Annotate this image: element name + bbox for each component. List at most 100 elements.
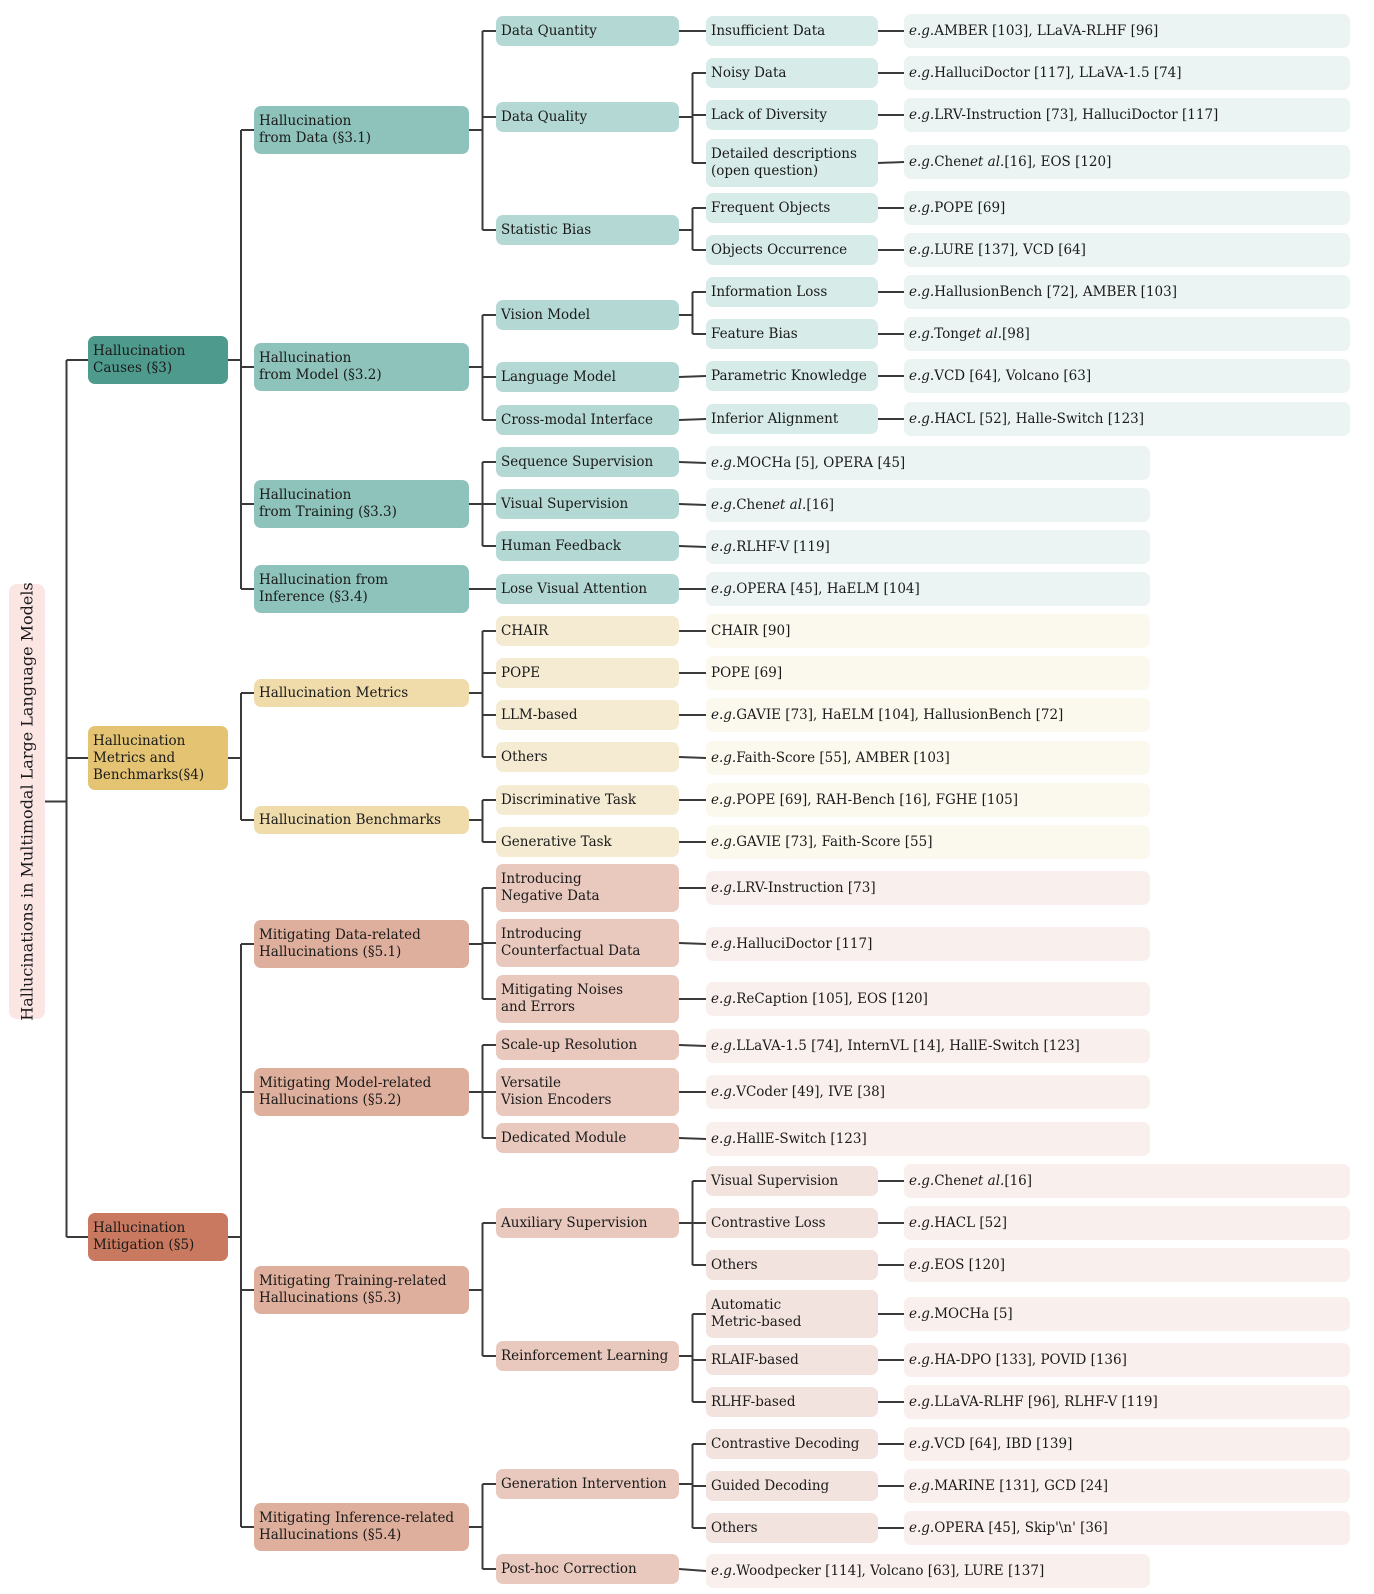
node-noisy: Noisy Data bbox=[706, 58, 878, 88]
node-vision-model: Vision Model bbox=[496, 300, 679, 330]
connector-scale-res bbox=[678, 1044, 707, 1047]
connector-others-m bbox=[678, 756, 707, 759]
node-vis-sup: Visual Supervision bbox=[496, 489, 679, 519]
node-data-quantity: Data Quantity bbox=[496, 16, 679, 46]
node-causes: Hallucination Causes (§3) bbox=[88, 336, 228, 384]
node-ex-aux-others: e.g. EOS [120] bbox=[904, 1248, 1350, 1282]
node-ex-aux-vis: e.g. Chen et al. [16] bbox=[904, 1164, 1350, 1198]
node-ex-chair: CHAIR [90] bbox=[706, 614, 1150, 648]
node-param-know: Parametric Knowledge bbox=[706, 361, 878, 391]
node-aux-vis: Visual Supervision bbox=[706, 1166, 878, 1196]
node-rl-auto: Automatic Metric-based bbox=[706, 1290, 878, 1338]
connector-posthoc bbox=[678, 1568, 707, 1572]
node-versatile: Versatile Vision Encoders bbox=[496, 1068, 679, 1116]
node-aux-contr: Contrastive Loss bbox=[706, 1208, 878, 1238]
node-metrics: Hallucination Metrics and Benchmarks(§4) bbox=[88, 726, 228, 790]
connector-seq-sup bbox=[678, 461, 707, 464]
node-insufficient: Insufficient Data bbox=[706, 16, 878, 46]
node-gi-contr: Contrastive Decoding bbox=[706, 1429, 878, 1459]
node-cf-data: Introducing Counterfactual Data bbox=[496, 919, 679, 967]
node-h-benchmarks: Hallucination Benchmarks bbox=[254, 806, 469, 834]
node-ex-cf: e.g. HalluciDoctor [117] bbox=[706, 927, 1150, 961]
connector-language-model bbox=[678, 375, 707, 378]
node-ex-align: e.g. HACL [52], Halle-Switch [123] bbox=[904, 402, 1350, 436]
node-ex-others-m: e.g. Faith-Score [55], AMBER [103] bbox=[706, 741, 1150, 775]
node-pope: POPE bbox=[496, 658, 679, 688]
root-title: Hallucinations in Multimodal Large Langu… bbox=[9, 582, 45, 1021]
node-llm-based: LLM-based bbox=[496, 700, 679, 730]
node-chair: CHAIR bbox=[496, 616, 679, 646]
node-lose-vis: Lose Visual Attention bbox=[496, 574, 679, 604]
node-ex-insufficient: e.g. AMBER [103], LLaVA-RLHF [96] bbox=[904, 14, 1350, 48]
node-dedicated: Dedicated Module bbox=[496, 1123, 679, 1153]
node-ex-detailed: e.g. Chen et al. [16], EOS [120] bbox=[904, 145, 1350, 179]
node-rl-hf: RLHF-based bbox=[706, 1387, 878, 1417]
node-rl: Reinforcement Learning bbox=[496, 1341, 679, 1371]
connector-cross-modal bbox=[678, 418, 707, 421]
node-aux-others: Others bbox=[706, 1250, 878, 1280]
connector-detailed bbox=[877, 161, 905, 164]
node-inf-align: Inferior Alignment bbox=[706, 404, 878, 434]
node-ex-rl-auto: e.g. MOCHa [5] bbox=[904, 1297, 1350, 1331]
node-ex-vis: e.g. Chen et al. [16] bbox=[706, 488, 1150, 522]
node-detailed: Detailed descriptions (open question) bbox=[706, 139, 878, 187]
node-data-quality: Data Quality bbox=[496, 102, 679, 132]
node-scale-res: Scale-up Resolution bbox=[496, 1030, 679, 1060]
node-ex-diversity: e.g. LRV-Instruction [73], HalluciDoctor… bbox=[904, 98, 1350, 132]
node-ex-gi-contr: e.g.VCD [64], IBD [139] bbox=[904, 1427, 1350, 1461]
node-from-training: Hallucination from Training (§3.3) bbox=[254, 480, 469, 528]
node-h-metrics: Hallucination Metrics bbox=[254, 679, 469, 707]
node-ex-gi-guided: e.g.MARINE [131], GCD [24] bbox=[904, 1469, 1350, 1503]
node-ex-rl-hf: e.g. LLaVA-RLHF [96], RLHF-V [119] bbox=[904, 1385, 1350, 1419]
node-feat-bias: Feature Bias bbox=[706, 319, 878, 349]
node-language-model: Language Model bbox=[496, 362, 679, 392]
node-ex-param: e.g. VCD [64], Volcano [63] bbox=[904, 359, 1350, 393]
node-ex-freq: e.g. POPE [69] bbox=[904, 191, 1350, 225]
node-ex-occ: e.g. LURE [137], VCD [64] bbox=[904, 233, 1350, 267]
node-gen-int: Generation Intervention bbox=[496, 1469, 679, 1499]
node-ex-noisy: e.g. HalluciDoctor [117], LLaVA-1.5 [74] bbox=[904, 56, 1350, 90]
node-diversity: Lack of Diversity bbox=[706, 100, 878, 130]
node-neg-data: Introducing Negative Data bbox=[496, 864, 679, 912]
node-others-m: Others bbox=[496, 742, 679, 772]
node-freq-obj: Frequent Objects bbox=[706, 193, 878, 223]
node-mit-model: Mitigating Model-related Hallucinations … bbox=[254, 1068, 469, 1116]
node-statistic-bias: Statistic Bias bbox=[496, 215, 679, 245]
node-from-inference: Hallucination from Inference (§3.4) bbox=[254, 565, 469, 613]
connector-human-fb bbox=[678, 545, 707, 548]
node-gi-others: Others bbox=[706, 1513, 878, 1543]
node-human-fb: Human Feedback bbox=[496, 531, 679, 561]
node-ex-neg: e.g. LRV-Instruction [73] bbox=[706, 871, 1150, 905]
node-mit-data: Mitigating Data-related Hallucinations (… bbox=[254, 920, 469, 968]
node-cross-modal: Cross-modal Interface bbox=[496, 405, 679, 435]
node-ex-llm: e.g. GAVIE [73], HaELM [104], HallusionB… bbox=[706, 698, 1150, 732]
connector-dedicated bbox=[678, 1137, 707, 1140]
node-ex-gi-others: e.g.OPERA [45], Skip'\n' [36] bbox=[904, 1511, 1350, 1545]
node-ex-hf: e.g. RLHF-V [119] bbox=[706, 530, 1150, 564]
node-ex-feat: e.g. Tong et al. [98] bbox=[904, 317, 1350, 351]
node-ex-gen: e.g. GAVIE [73], Faith-Score [55] bbox=[706, 825, 1150, 859]
node-ex-pope: POPE [69] bbox=[706, 656, 1150, 690]
node-ex-scale: e.g. LLaVA-1.5 [74], InternVL [14], Hall… bbox=[706, 1029, 1150, 1063]
node-ex-posthoc: e.g.Woodpecker [114], Volcano [63], LURE… bbox=[706, 1554, 1150, 1588]
connector-cf-data bbox=[678, 942, 707, 945]
node-noise: Mitigating Noises and Errors bbox=[496, 975, 679, 1023]
node-gi-guided: Guided Decoding bbox=[706, 1471, 878, 1501]
node-ex-noise: e.g. ReCaption [105], EOS [120] bbox=[706, 982, 1150, 1016]
node-ex-info: e.g. HallusionBench [72], AMBER [103] bbox=[904, 275, 1350, 309]
node-generative: Generative Task bbox=[496, 827, 679, 857]
node-ex-seq: e.g. MOCHa [5], OPERA [45] bbox=[706, 446, 1150, 480]
node-from-model: Hallucination from Model (§3.2) bbox=[254, 343, 469, 391]
root-title-text: Hallucinations in Multimodal Large Langu… bbox=[17, 582, 37, 1021]
node-rl-aif: RLAIF-based bbox=[706, 1345, 878, 1375]
node-mit-inference: Mitigating Inference-related Hallucinati… bbox=[254, 1503, 469, 1551]
node-info-loss: Information Loss bbox=[706, 277, 878, 307]
node-mit-training: Mitigating Training-related Hallucinatio… bbox=[254, 1266, 469, 1314]
node-discrim: Discriminative Task bbox=[496, 785, 679, 815]
node-ex-lose: e.g. OPERA [45], HaELM [104] bbox=[706, 572, 1150, 606]
connector-vis-sup bbox=[678, 503, 707, 506]
node-mitigation: Hallucination Mitigation (§5) bbox=[88, 1213, 228, 1261]
node-ex-versatile: e.g. VCoder [49], IVE [38] bbox=[706, 1075, 1150, 1109]
